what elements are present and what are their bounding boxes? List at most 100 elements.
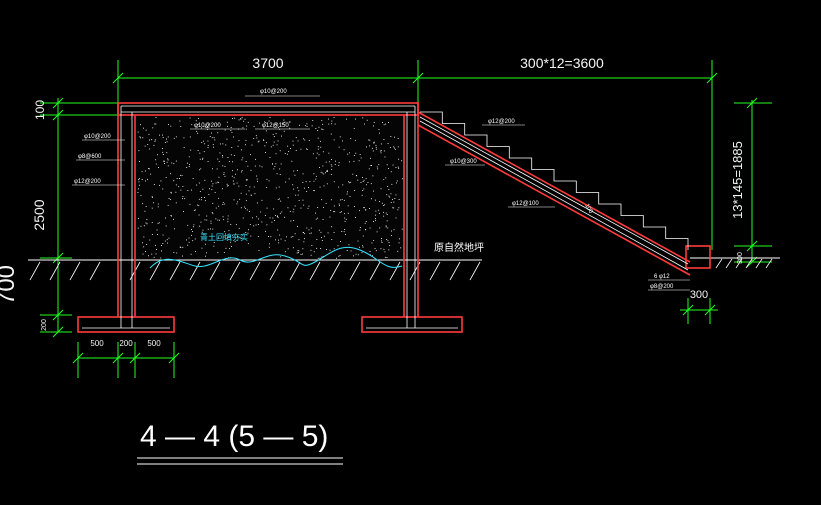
hatch-mark	[715, 258, 723, 269]
speckle	[280, 200, 282, 202]
speckle	[269, 117, 271, 118]
speckle	[236, 182, 238, 184]
speckle	[246, 179, 248, 180]
speckle	[228, 230, 230, 232]
speckle	[321, 199, 323, 201]
speckle	[229, 248, 230, 250]
speckle	[320, 248, 322, 249]
note-wall-1: φ10@200	[84, 134, 111, 140]
speckle	[331, 239, 333, 240]
speckle	[175, 136, 177, 138]
note-stair-1: φ12@200	[488, 119, 515, 125]
speckle	[287, 207, 289, 209]
speckle	[362, 177, 363, 178]
speckle	[167, 165, 169, 167]
speckle	[208, 194, 210, 195]
speckle	[331, 120, 333, 122]
speckle	[297, 140, 299, 142]
speckle	[258, 140, 260, 142]
speckle	[201, 142, 203, 143]
speckle	[372, 255, 373, 257]
speckle	[253, 225, 255, 227]
rebar-lines	[82, 105, 689, 329]
speckle	[259, 122, 260, 124]
speckle	[192, 226, 194, 228]
speckle	[348, 244, 350, 246]
speckle	[369, 251, 371, 252]
speckle	[327, 171, 328, 172]
speckle	[186, 239, 187, 241]
hatch-mark	[149, 261, 161, 281]
speckle	[381, 202, 383, 204]
speckle	[279, 198, 280, 200]
speckle	[310, 232, 312, 234]
speckle	[317, 137, 319, 139]
speckle	[222, 188, 223, 190]
speckle	[349, 161, 350, 163]
speckle	[162, 188, 164, 190]
speckle	[165, 177, 167, 178]
speckle	[369, 145, 371, 147]
speckle	[398, 207, 400, 209]
speckle	[298, 239, 300, 241]
speckle	[364, 123, 365, 125]
speckle	[245, 193, 247, 195]
speckle	[217, 158, 219, 160]
speckle	[307, 207, 309, 209]
speckle	[375, 146, 377, 148]
speckle	[313, 173, 315, 175]
speckle	[356, 175, 358, 177]
speckle	[387, 240, 389, 242]
speckle	[360, 157, 362, 159]
speckle	[398, 242, 400, 244]
speckle	[182, 196, 184, 197]
ground-line	[28, 257, 780, 261]
speckle	[329, 216, 331, 218]
speckle	[155, 244, 156, 246]
speckle	[294, 174, 296, 176]
speckle	[350, 181, 352, 183]
speckle	[239, 198, 241, 200]
speckle	[212, 202, 214, 204]
speckle	[265, 152, 266, 153]
speckle	[274, 124, 276, 125]
speckle	[275, 153, 277, 155]
speckle	[285, 181, 287, 183]
speckle	[219, 152, 221, 154]
speckle	[182, 255, 183, 257]
stair-steps	[420, 111, 689, 250]
speckle	[347, 212, 349, 214]
speckle	[331, 226, 333, 228]
speckle	[226, 237, 228, 239]
hatch-mark	[289, 261, 301, 281]
speckle	[359, 227, 361, 228]
speckle	[303, 241, 305, 243]
speckle	[146, 223, 148, 225]
speckle	[212, 183, 214, 185]
speckle	[355, 118, 356, 120]
speckle	[361, 194, 363, 196]
speckle	[278, 242, 280, 244]
speckle	[164, 160, 165, 162]
speckle	[222, 202, 224, 203]
speckle	[317, 217, 319, 219]
speckle	[145, 129, 147, 131]
speckle	[140, 225, 142, 227]
speckle	[327, 232, 329, 234]
speckle	[227, 221, 229, 223]
speckle	[338, 203, 340, 205]
speckle	[353, 160, 355, 162]
speckle	[269, 217, 271, 219]
speckle	[326, 183, 328, 185]
speckle	[207, 228, 209, 230]
speckle	[257, 141, 259, 143]
speckle	[319, 186, 321, 188]
speckle	[226, 138, 228, 140]
speckle	[189, 164, 190, 166]
speckle	[393, 229, 395, 231]
speckle	[249, 224, 251, 225]
speckle	[234, 117, 236, 119]
speckle	[188, 237, 190, 239]
speckle	[337, 245, 339, 247]
speckle	[274, 220, 275, 221]
